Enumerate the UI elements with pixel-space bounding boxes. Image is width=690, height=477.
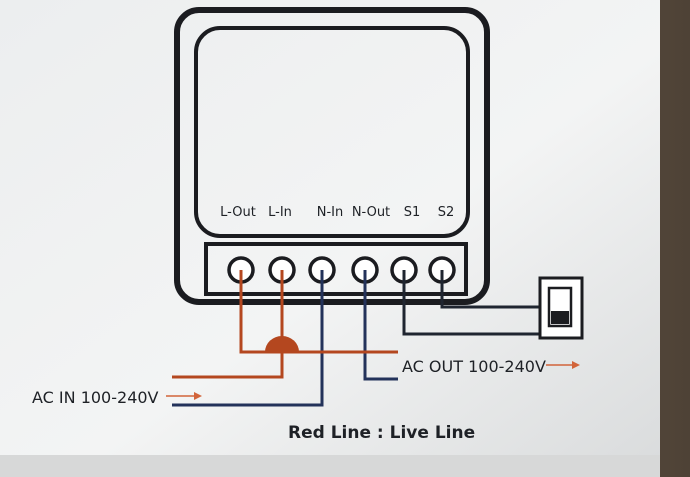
terminal-label-s1: S1 <box>404 205 421 220</box>
relay-module-face <box>194 26 470 238</box>
terminal-label-s2: S2 <box>438 205 455 220</box>
neutral-out-wire <box>363 270 398 381</box>
live-in-wire <box>172 270 284 379</box>
s1-switch-wire <box>402 270 552 336</box>
ac-out-arrow-icon <box>572 361 580 369</box>
terminal-label-l-out: L-Out <box>220 205 256 220</box>
s2-switch-wire <box>440 270 540 309</box>
terminal-label-n-in: N-In <box>317 205 344 220</box>
terminal-label-l-in: L-In <box>268 205 292 220</box>
paper-sheet <box>0 0 660 477</box>
terminal-block <box>204 242 468 296</box>
terminal-label-n-out: N-Out <box>352 205 390 220</box>
switch-rocker-toggle <box>551 311 569 324</box>
ac-in-label: AC IN 100-240V <box>32 388 159 407</box>
ac-in-arrow-icon <box>194 392 202 400</box>
relay-module-outline <box>174 7 490 305</box>
wire-junction-bridge <box>265 336 299 352</box>
neutral-in-wire <box>172 270 324 407</box>
terminal-labels: L-Out L-In N-In N-Out S1 S2 <box>220 205 454 220</box>
live-out-wire <box>239 270 398 354</box>
caption: Red Line : Live Line <box>288 423 475 443</box>
ac-out-label: AC OUT 100-240V <box>402 357 546 376</box>
paper-bottom-edge <box>0 455 660 477</box>
